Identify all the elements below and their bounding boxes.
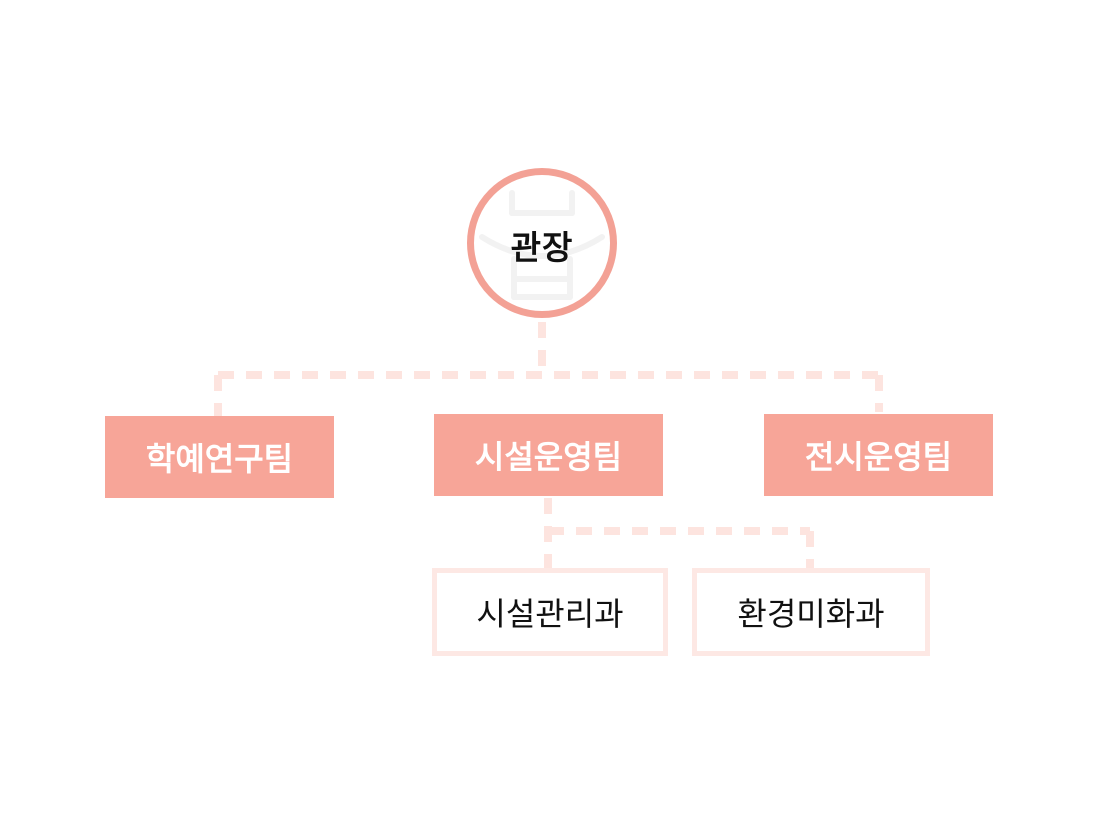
sub-node-facility-management[interactable]: 시설관리과 xyxy=(432,568,668,656)
root-node[interactable]: 관장 xyxy=(467,168,617,318)
team-node-academic-research[interactable]: 학예연구팀 xyxy=(105,416,334,498)
team-node-facility-operation[interactable]: 시설운영팀 xyxy=(434,414,663,496)
sub-node-environment-cleaning[interactable]: 환경미화과 xyxy=(692,568,930,656)
building-watermark-icon xyxy=(479,190,605,300)
team-node-exhibition-operation[interactable]: 전시운영팀 xyxy=(764,414,993,496)
root-label: 관장 xyxy=(510,228,574,267)
